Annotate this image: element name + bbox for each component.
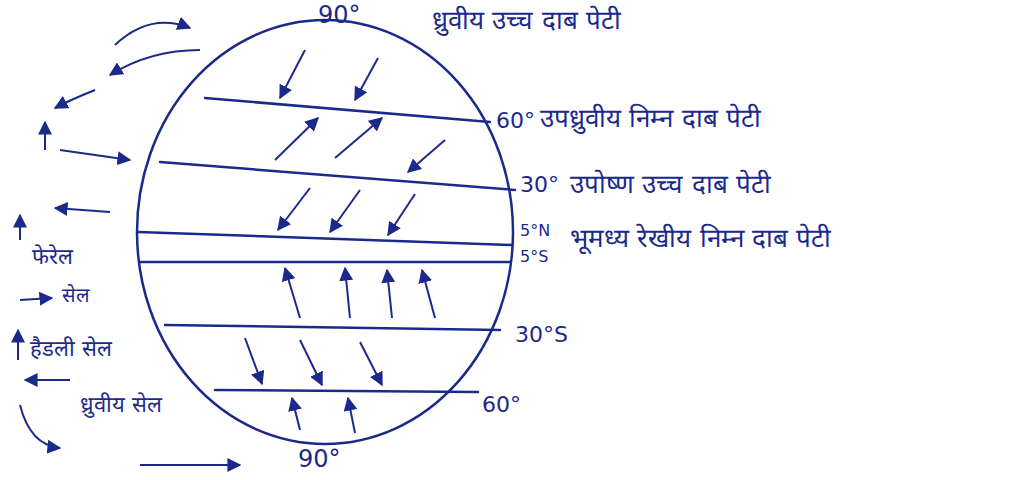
latitude-label: 5°S [520, 248, 548, 266]
latitude-label: 60° [496, 108, 535, 133]
latitude-line [140, 261, 510, 264]
latitude-label: 90° [298, 446, 341, 474]
latitude-line [205, 98, 490, 122]
cell-label: हैडली सेल [30, 336, 112, 361]
latitude-line [215, 390, 478, 392]
cell-label: फेरेल [32, 244, 73, 269]
belt-label: उपोष्ण उच्च दाब पेटी [570, 170, 771, 200]
latitude-label: 30°S [515, 322, 568, 347]
latitude-line [165, 325, 500, 330]
latitude-label: 30° [520, 172, 559, 197]
belt-label: ध्रुवीय उच्च दाब पेटी [432, 6, 621, 36]
latitude-label: 60° [482, 392, 521, 417]
belt-label: उपध्रुवीय निम्न दाब पेटी [540, 104, 761, 134]
latitude-label: 90° [318, 2, 361, 30]
circulation-arrows [18, 23, 240, 465]
latitude-line [138, 232, 512, 245]
latitude-label: 5°N [520, 222, 550, 240]
cell-label: ध्रुवीय सेल [80, 392, 162, 417]
latitude-line [160, 162, 515, 190]
wind-arrows [245, 50, 445, 433]
globe-outline [137, 20, 513, 444]
belt-label: भूमध्य रेखीय निम्न दाब पेटी [570, 224, 990, 254]
cell-label: सेल [62, 284, 90, 307]
